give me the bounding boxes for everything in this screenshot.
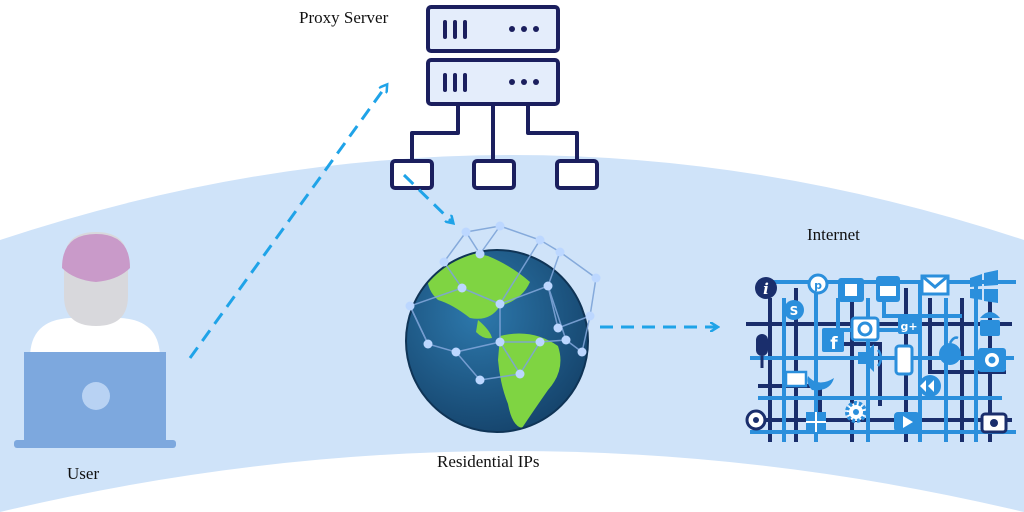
camera-icon: [850, 316, 880, 342]
arrow-proxy-to-ips: [402, 173, 452, 222]
arrow-user-to-proxy: [188, 86, 386, 359]
proxy-server-label: Proxy Server: [299, 8, 389, 27]
internet-apps-icon: i p S f g+: [745, 270, 1016, 442]
speaker-icon: [858, 344, 883, 372]
svg-text:p: p: [814, 279, 822, 292]
svg-text:f: f: [830, 334, 838, 354]
svg-text:g+: g+: [900, 320, 917, 333]
apple-icon: [939, 336, 961, 365]
microphone-icon: [756, 334, 768, 368]
windows-icon: [970, 270, 998, 303]
mail-icon: [920, 274, 950, 296]
residential-ips-label: Residential IPs: [437, 452, 540, 471]
wifi-icon: [745, 409, 767, 431]
pinterest-icon: p: [807, 273, 829, 295]
svg-text:i: i: [763, 280, 769, 298]
internet-label: Internet: [807, 225, 860, 244]
gear-icon: [845, 401, 867, 423]
facebook-icon: f: [822, 328, 844, 354]
background-band-inner: [0, 451, 1024, 512]
svg-text:S: S: [790, 304, 799, 318]
twitter-icon: [807, 376, 834, 391]
user-label: User: [67, 464, 100, 483]
server-icon: [390, 5, 599, 190]
skype-icon: S: [784, 300, 804, 320]
android-icon: [980, 312, 1000, 336]
play-icon: [894, 412, 920, 432]
user-laptop-icon: [14, 232, 176, 448]
info-icon: i: [755, 277, 777, 299]
rewind-icon: [919, 375, 941, 397]
